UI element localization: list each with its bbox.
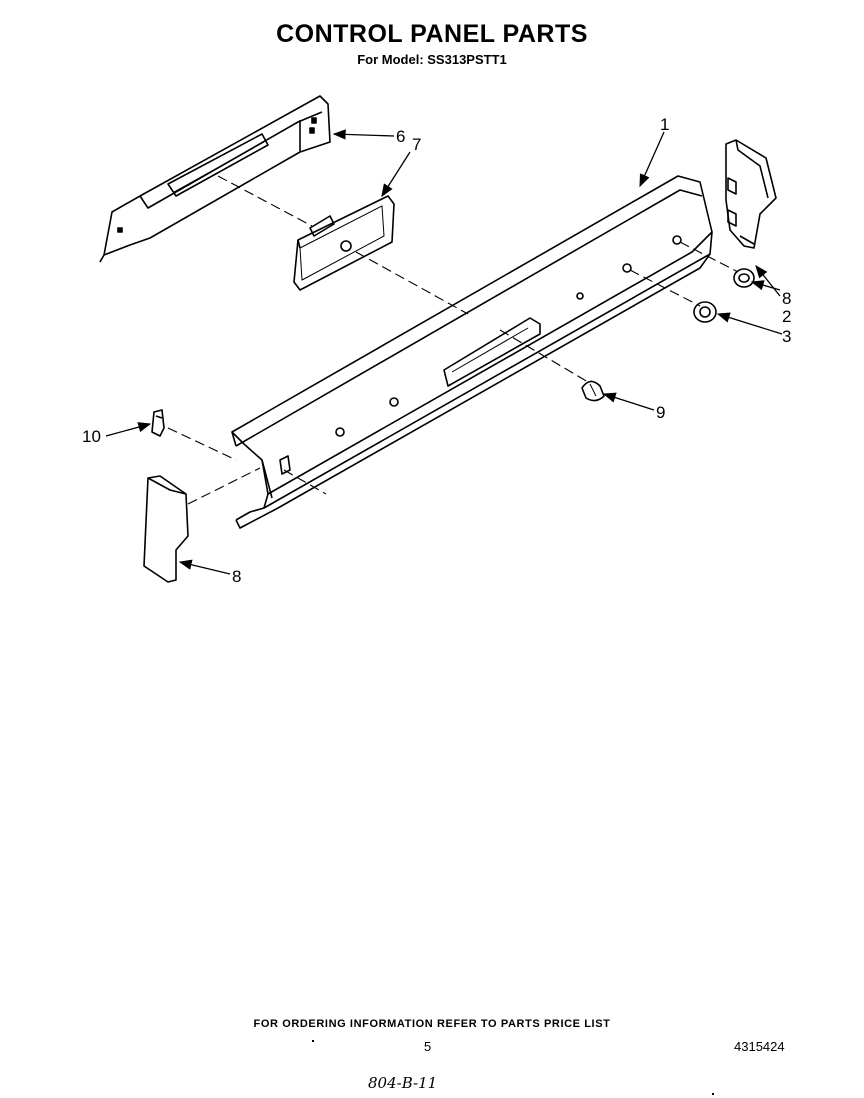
part-7-switch-panel [293, 195, 395, 291]
callout-8-left: 8 [232, 567, 241, 586]
callout-3: 3 [782, 327, 791, 346]
callout-8-right: 8 [782, 289, 791, 308]
page-title: CONTROL PANEL PARTS [276, 20, 588, 48]
part-9-knob [581, 380, 605, 402]
handwritten-note: 804-B-11 [368, 1074, 438, 1092]
callout-2: 2 [782, 307, 791, 326]
ordering-information-note: FOR ORDERING INFORMATION REFER TO PARTS … [253, 1018, 611, 1030]
callout-1: 1 [660, 115, 669, 134]
callout-7: 7 [412, 135, 421, 154]
model-subtitle: For Model: SS313PSTT1 [357, 52, 507, 67]
part-8-end-cap-left [143, 475, 189, 583]
part-10-clip [151, 409, 165, 437]
corner-dot [712, 1093, 714, 1095]
part-6-bracket [99, 95, 331, 263]
part-2-knob [733, 268, 755, 288]
part-3-knob [693, 301, 717, 323]
callout-10: 10 [82, 427, 101, 446]
footer-dot [312, 1040, 314, 1042]
part-8-end-cap-right [725, 139, 777, 249]
callout-6: 6 [396, 127, 405, 146]
callout-9: 9 [656, 403, 665, 422]
page-number: 5 [424, 1039, 432, 1054]
part-1-control-panel [231, 175, 713, 529]
document-number: 4315424 [734, 1039, 785, 1054]
